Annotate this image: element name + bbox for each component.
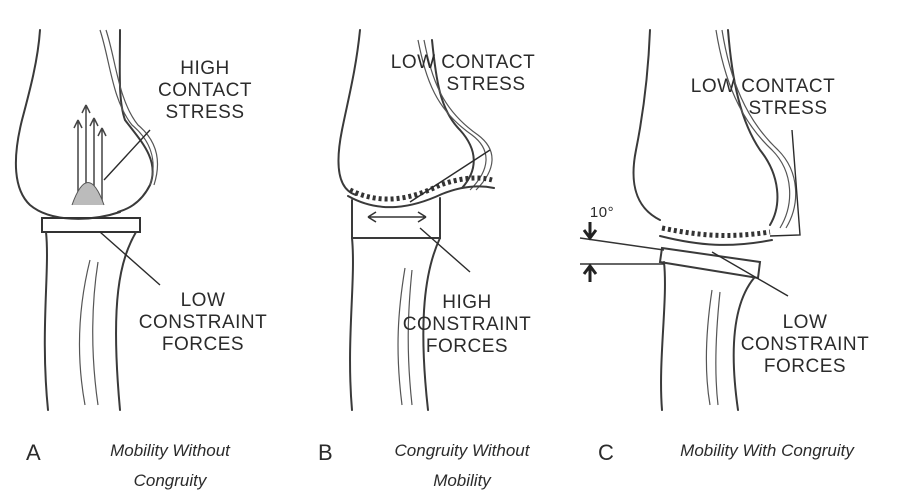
- leader-bottom-c: [712, 252, 788, 296]
- leader-top-a: [104, 130, 150, 180]
- panel-a-bottom-label: LOW CONSTRAINT FORCES: [118, 290, 288, 356]
- label-line: HIGH: [382, 292, 552, 314]
- bearing-base-b: [348, 186, 494, 207]
- label-line: FORCES: [382, 336, 552, 358]
- panel-c-caption: Mobility With Congruity: [636, 436, 898, 466]
- label-line: FORCES: [118, 334, 288, 356]
- panel-c-letter: C: [598, 440, 614, 466]
- femur-outline-a: [16, 30, 120, 219]
- tibial-tray-a: [42, 218, 140, 232]
- fibula-a-2: [93, 262, 98, 405]
- angle-arrow-down: [584, 222, 596, 238]
- label-line: HIGH: [140, 58, 270, 80]
- fibula-a: [80, 260, 90, 405]
- panel-b-bottom-label: HIGH CONSTRAINT FORCES: [382, 292, 552, 358]
- bearing-beads-c: [662, 228, 770, 235]
- label-line: LOW CONTACT: [668, 76, 858, 98]
- caption-line: Mobility: [352, 466, 572, 496]
- label-line: LOW: [720, 312, 890, 334]
- caption-line: Mobility Without: [70, 436, 270, 466]
- caption-line: Mobility With Congruity: [636, 436, 898, 466]
- panel-a-letter: A: [26, 440, 41, 466]
- label-line: STRESS: [668, 98, 858, 120]
- panel-c-top-label: LOW CONTACT STRESS: [668, 76, 858, 120]
- angle-arrow-up: [584, 266, 596, 282]
- label-line: LOW: [118, 290, 288, 312]
- femur-outline-c: [633, 30, 660, 220]
- shear-arrow-b: [368, 212, 426, 222]
- angle-label: 10°: [582, 202, 622, 224]
- panel-b-letter: B: [318, 440, 333, 466]
- panel-b-top-label: LOW CONTACT STRESS: [368, 52, 558, 96]
- label-line: CONTACT: [140, 80, 270, 102]
- panel-a-caption: Mobility Without Congruity: [70, 436, 270, 496]
- panel-b-caption: Congruity Without Mobility: [352, 436, 572, 496]
- label-line: CONSTRAINT: [382, 314, 552, 336]
- tibia-front-b: [350, 238, 353, 410]
- panel-a-top-label: HIGH CONTACT STRESS: [140, 58, 270, 124]
- caption-line: Congruity Without: [352, 436, 572, 466]
- label-line: STRESS: [140, 102, 270, 124]
- panel-c-bottom-label: LOW CONSTRAINT FORCES: [720, 312, 890, 378]
- leader-bottom-a: [100, 232, 160, 285]
- tibia-front-c: [661, 262, 665, 410]
- angle-line-upper: [580, 238, 664, 250]
- tibia-front-a: [45, 232, 48, 410]
- label-line: CONSTRAINT: [720, 334, 890, 356]
- label-line: CONSTRAINT: [118, 312, 288, 334]
- stress-arrows-a: [72, 105, 106, 205]
- label-line: LOW CONTACT: [368, 52, 558, 74]
- label-line: STRESS: [368, 74, 558, 96]
- tendon-c-2: [722, 30, 796, 228]
- leader-bottom-b: [420, 228, 470, 272]
- femur-outline-b: [338, 30, 360, 195]
- tibial-tray-c: [660, 248, 760, 278]
- fibula-c: [706, 290, 712, 405]
- label-line: FORCES: [720, 356, 890, 378]
- caption-line: Congruity: [70, 466, 270, 496]
- tendon-c: [716, 30, 790, 228]
